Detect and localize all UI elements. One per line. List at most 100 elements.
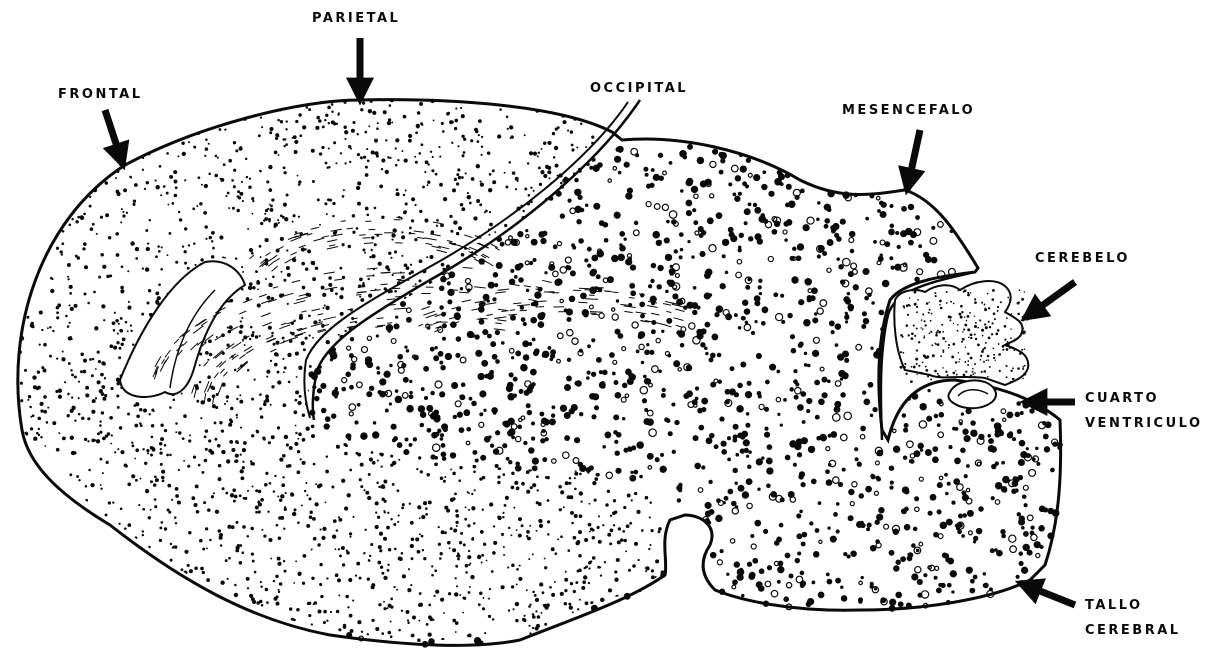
stipple-dot <box>793 369 797 373</box>
stipple-dot <box>1024 349 1026 351</box>
stipple-dot <box>972 371 974 373</box>
stipple-dot <box>809 521 813 525</box>
stipple-dot <box>78 413 81 416</box>
stipple-dot <box>591 338 595 342</box>
stipple-dot <box>276 524 279 527</box>
stipple-dot <box>521 317 526 322</box>
stipple-dot <box>335 162 337 164</box>
stipple-dot <box>173 170 177 174</box>
stipple-dot <box>321 146 324 149</box>
stipple-dot <box>1016 401 1021 406</box>
stipple-dot <box>388 104 391 107</box>
stipple-dot <box>806 398 812 404</box>
stipple-dot <box>1009 347 1011 349</box>
stipple-dot <box>215 510 219 514</box>
stipple-dot <box>946 302 948 304</box>
stipple-dot <box>393 436 398 441</box>
stipple-dot <box>482 509 484 511</box>
stipple-dot <box>280 120 283 123</box>
stipple-dot <box>58 432 60 434</box>
stipple-dot <box>142 508 145 511</box>
frontal-arrow <box>105 110 123 165</box>
stipple-dot <box>406 317 412 323</box>
stipple-dot <box>394 290 397 293</box>
stipple-dot <box>980 359 982 361</box>
stipple-dot <box>508 527 510 529</box>
stipple-dot <box>968 336 970 338</box>
stipple-dot <box>284 435 288 439</box>
stipple-dot <box>166 454 169 457</box>
stipple-dot <box>67 276 69 278</box>
stipple-dot <box>395 389 399 393</box>
stipple-dot <box>721 449 727 455</box>
stipple-dot <box>518 263 524 269</box>
stipple-dot <box>872 407 877 412</box>
stipple-dot <box>274 475 276 477</box>
stipple-dot <box>425 513 428 516</box>
stipple-dot <box>915 215 920 220</box>
stipple-dot <box>731 501 737 507</box>
stipple-dot <box>798 343 803 348</box>
stipple-dot <box>268 326 272 330</box>
stipple-dot <box>1023 331 1026 334</box>
stipple-dot <box>863 318 869 324</box>
stipple-dot <box>74 375 77 378</box>
stipple-dot <box>428 632 432 636</box>
stipple-dot <box>340 267 343 270</box>
stipple-dot <box>936 587 942 593</box>
stipple-dot <box>612 372 616 376</box>
stipple-dot <box>847 292 851 296</box>
stipple-dot <box>371 619 374 622</box>
stipple-dot <box>609 352 615 358</box>
stipple-dot <box>331 103 334 106</box>
stipple-dot <box>1022 327 1024 329</box>
fiber-streak <box>341 221 346 222</box>
stipple-dot <box>229 440 233 444</box>
stipple-dot <box>898 601 904 607</box>
stipple-dot <box>177 155 179 157</box>
stipple-dot <box>574 206 581 213</box>
stipple-dot <box>244 344 246 346</box>
stipple-dot <box>147 452 149 454</box>
stipple-dot <box>117 448 119 450</box>
stipple-dot <box>785 455 791 461</box>
stipple-dot <box>230 407 233 410</box>
stipple-dot <box>627 188 633 194</box>
stipple-dot <box>313 463 316 466</box>
stipple-dot <box>531 302 535 306</box>
stipple-dot <box>151 436 154 439</box>
stipple-dot <box>450 527 453 530</box>
stipple-dot <box>277 562 281 566</box>
stipple-dot <box>277 119 280 122</box>
stipple-dot <box>150 454 153 457</box>
stipple-dot <box>1042 421 1046 425</box>
stipple-dot <box>650 279 654 283</box>
stipple-dot <box>903 307 905 309</box>
stipple-dot <box>522 210 524 212</box>
stipple-dot <box>441 452 447 458</box>
stipple-dot <box>489 173 492 176</box>
stipple-dot <box>751 331 755 335</box>
stipple-dot <box>602 370 607 375</box>
stipple-dot <box>493 411 496 414</box>
stipple-dot <box>984 323 986 325</box>
stipple-dot <box>510 137 512 139</box>
stipple-dot <box>581 586 585 590</box>
stipple-dot <box>542 351 549 358</box>
stipple-dot <box>231 448 235 452</box>
stipple-dot <box>347 606 349 608</box>
stipple-dot <box>174 180 178 184</box>
stipple-dot <box>134 183 138 187</box>
stipple-dot <box>294 140 298 144</box>
stipple-dot <box>67 393 70 396</box>
stipple-dot <box>189 569 193 573</box>
stipple-dot <box>152 447 155 450</box>
stipple-dot <box>385 409 389 413</box>
stipple-dot <box>302 439 304 441</box>
stipple-dot <box>484 374 489 379</box>
stipple-dot <box>1010 381 1012 383</box>
stipple-dot <box>591 414 596 419</box>
stipple-dot <box>127 306 131 310</box>
stipple-dot <box>350 362 355 367</box>
stipple-dot <box>526 589 528 591</box>
